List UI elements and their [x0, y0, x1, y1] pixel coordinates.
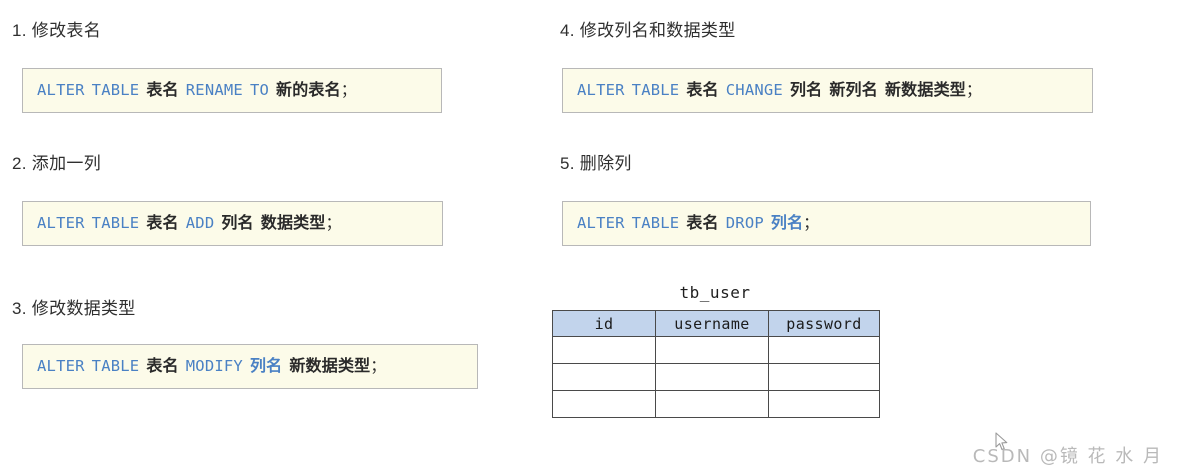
sql-arg-table-name: 表名	[686, 80, 719, 99]
sql-keyword-table: TABLE	[91, 214, 140, 232]
sql-arg-table-name: 表名	[686, 213, 719, 232]
table-cell-id	[552, 390, 656, 418]
table-header-username: username	[655, 310, 769, 337]
sql-arg-column-name: 列名	[221, 213, 254, 232]
section-modify-datatype: 3. 修改数据类型 ALTER TABLE 表名 MODIFY 列名新数据类型；	[12, 298, 478, 389]
table-row	[552, 336, 880, 364]
sql-arg-column-name: 列名	[249, 356, 283, 375]
csdn-watermark: CSDN @镜 花 水 月	[972, 446, 1163, 467]
sql-keyword-drop: DROP	[725, 214, 764, 232]
mouse-cursor-icon	[995, 432, 1008, 451]
section-rename-table: 1. 修改表名 ALTER TABLE 表名 RENAME TO 新的表名；	[12, 20, 442, 113]
sql-keyword-alter: ALTER	[37, 357, 85, 375]
code-box-add-column: ALTER TABLE 表名 ADD 列名数据类型；	[22, 201, 443, 246]
tb-user-table: id username password	[552, 310, 880, 418]
section-heading-4: 4. 修改列名和数据类型	[560, 21, 736, 40]
sql-keyword-change: CHANGE	[725, 81, 783, 99]
code-box-modify-datatype: ALTER TABLE 表名 MODIFY 列名新数据类型；	[22, 344, 478, 389]
table-caption: tb_user	[679, 283, 751, 302]
sql-keyword-table: TABLE	[631, 81, 680, 99]
table-header-id: id	[552, 310, 656, 337]
table-row	[552, 390, 880, 418]
sql-arg-new-data-type: 新数据类型	[884, 80, 966, 99]
sql-keyword-rename: RENAME	[185, 81, 243, 99]
section-heading-1: 1. 修改表名	[12, 21, 102, 40]
sql-arg-new-data-type: 新数据类型	[289, 356, 371, 375]
tb-user-table-block: tb_user id username password	[552, 283, 880, 418]
table-cell-password	[768, 336, 880, 364]
sql-keyword-alter: ALTER	[37, 214, 85, 232]
sql-semicolon: ；	[370, 357, 387, 375]
sql-semicolon: ；	[803, 214, 819, 232]
table-header-password: password	[768, 310, 880, 337]
section-heading-3: 3. 修改数据类型	[12, 299, 136, 318]
table-header-row: id username password	[552, 310, 880, 337]
sql-keyword-table: TABLE	[631, 214, 680, 232]
code-box-rename-table: ALTER TABLE 表名 RENAME TO 新的表名；	[22, 68, 442, 113]
table-cell-username	[655, 336, 769, 364]
sql-arg-column-name: 列名	[770, 213, 804, 232]
sql-keyword-to: TO	[249, 81, 270, 99]
sql-keyword-alter: ALTER	[577, 214, 625, 232]
sql-arg-new-column-name: 新列名	[829, 80, 878, 99]
section-change-column: 4. 修改列名和数据类型 ALTER TABLE 表名 CHANGE 列名新列名新数据类…	[560, 20, 1093, 113]
sql-keyword-table: TABLE	[91, 357, 140, 375]
table-cell-username	[655, 390, 769, 418]
sql-arg-data-type: 数据类型	[260, 213, 326, 232]
sql-arg-new-table-name: 新的表名	[276, 80, 341, 99]
sql-keyword-modify: MODIFY	[185, 357, 243, 375]
sql-keyword-table: TABLE	[91, 81, 140, 99]
sql-keyword-add: ADD	[185, 214, 215, 232]
section-drop-column: 5. 删除列 ALTER TABLE 表名 DROP 列名；	[560, 153, 1091, 246]
sql-arg-table-name: 表名	[146, 356, 179, 375]
table-cell-password	[768, 390, 880, 418]
table-cell-id	[552, 336, 656, 364]
section-heading-2: 2. 添加一列	[12, 154, 102, 173]
code-box-drop-column: ALTER TABLE 表名 DROP 列名；	[562, 201, 1091, 246]
sql-arg-column-name: 列名	[789, 80, 823, 99]
section-add-column: 2. 添加一列 ALTER TABLE 表名 ADD 列名数据类型；	[12, 153, 443, 246]
sql-semicolon: ；	[340, 81, 357, 99]
code-box-change-column: ALTER TABLE 表名 CHANGE 列名新列名新数据类型；	[562, 68, 1093, 113]
table-cell-id	[552, 363, 656, 391]
sql-arg-table-name: 表名	[146, 213, 179, 232]
table-cell-password	[768, 363, 880, 391]
sql-semicolon: ；	[965, 81, 982, 99]
table-row	[552, 363, 880, 391]
sql-keyword-alter: ALTER	[577, 81, 625, 99]
sql-arg-table-name: 表名	[146, 80, 179, 99]
sql-semicolon: ；	[325, 214, 342, 232]
sql-keyword-alter: ALTER	[37, 81, 85, 99]
table-cell-username	[655, 363, 769, 391]
section-heading-5: 5. 删除列	[560, 154, 632, 173]
